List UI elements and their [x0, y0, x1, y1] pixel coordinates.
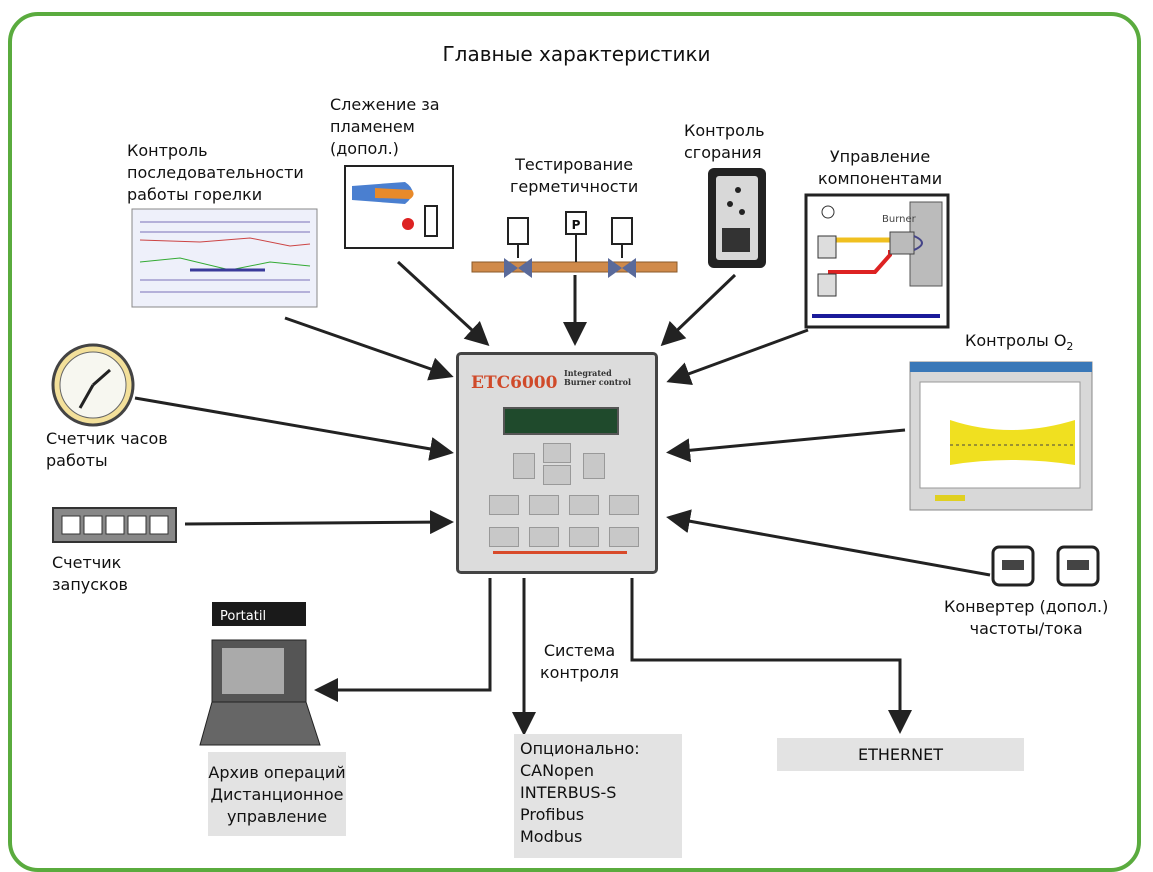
function-key[interactable]	[569, 495, 599, 515]
sequence-chart-image	[131, 208, 318, 308]
controller-display	[503, 407, 619, 435]
o2-chart-window-image	[909, 361, 1093, 511]
arrow-hours	[134, 396, 454, 461]
label-line: компонентами	[818, 169, 943, 188]
arrow-combustion	[660, 273, 737, 347]
label-line: Счетчик	[52, 553, 122, 572]
arrow-archive	[314, 578, 492, 702]
label-line: запусков	[52, 575, 128, 594]
box-line: Дистанционное	[210, 785, 344, 804]
label-components: Управление компонентами	[818, 146, 942, 190]
box-line: INTERBUS-S	[520, 783, 617, 802]
function-key[interactable]	[609, 527, 639, 547]
label-flame: Слежение за пламенем (допол.)	[330, 94, 440, 160]
laptop-tag: Portatil	[220, 609, 266, 624]
label-system: Система контроля	[540, 640, 619, 684]
arrow-flame	[396, 260, 490, 347]
arrow-ethernet	[630, 578, 912, 734]
label-starts: Счетчик запусков	[52, 552, 128, 596]
label-o2-subscript: 2	[1066, 340, 1074, 354]
clock-image	[51, 343, 135, 427]
function-key[interactable]	[489, 495, 519, 515]
box-line: Опционально:	[520, 739, 640, 758]
laptop-image	[199, 602, 321, 746]
flame-sensor-image	[344, 165, 454, 249]
label-converter: Конвертер (допол.) частоты/тока	[944, 596, 1108, 640]
left-key[interactable]	[513, 453, 535, 479]
box-line: управление	[226, 807, 328, 826]
label-line: пламенем	[330, 117, 415, 136]
ethernet-box: ETHERNET	[777, 738, 1024, 771]
label-line: работы горелки	[127, 185, 263, 204]
label-line: Контроль	[127, 141, 208, 160]
label-sequence: Контроль последовательности работы горел…	[127, 140, 304, 206]
function-key[interactable]	[529, 495, 559, 515]
label-o2-text: Контролы O	[965, 331, 1067, 350]
burner-text: Burner	[882, 214, 917, 225]
converter-image	[991, 545, 1100, 587]
function-key[interactable]	[489, 527, 519, 547]
function-key[interactable]	[529, 527, 559, 547]
controller-etc6000: ETC6000 Integrated Burner control	[456, 352, 658, 574]
label-combustion: Контроль сгорания	[684, 120, 765, 164]
arrow-components	[666, 328, 809, 386]
arrow-starts	[184, 510, 454, 535]
box-line: Архив операций	[208, 763, 346, 782]
label-line: Система	[543, 641, 616, 660]
box-line: Profibus	[520, 805, 585, 824]
label-line: Конвертер (допол.)	[944, 597, 1109, 616]
arrow-sequence	[284, 316, 454, 381]
controller-red-line	[493, 551, 627, 554]
label-line: Тестирование	[515, 155, 634, 174]
label-line: герметичности	[510, 177, 639, 196]
label-line: Контроль	[684, 121, 765, 140]
label-line: Управление	[829, 147, 931, 166]
box-line: CANopen	[520, 761, 595, 780]
ethernet-label: ETHERNET	[858, 745, 943, 764]
controller-subtitle-1: Integrated	[564, 368, 612, 378]
label-line: сгорания	[684, 143, 762, 162]
label-hours: Счетчик часов работы	[46, 428, 168, 472]
down-key[interactable]	[543, 465, 571, 485]
right-key[interactable]	[583, 453, 605, 479]
tightness-valves-image	[471, 211, 678, 278]
label-line: Счетчик часов	[46, 429, 168, 448]
controller-brand: ETC6000	[471, 373, 558, 393]
function-key[interactable]	[569, 527, 599, 547]
label-o2: Контролы O2	[965, 330, 1073, 358]
valve-p-text: P	[572, 218, 581, 232]
label-line: контроля	[540, 663, 620, 682]
function-key[interactable]	[609, 495, 639, 515]
archive-box: Архив операций Дистанционное управление	[208, 752, 346, 836]
components-schematic-image	[804, 193, 950, 329]
label-tightness: Тестирование герметичности	[510, 154, 638, 198]
up-key[interactable]	[543, 443, 571, 463]
controller-subtitle-2: Burner control	[564, 377, 632, 387]
starts-counter-image	[52, 507, 177, 543]
arrow-converter	[666, 509, 991, 577]
options-box: Опционально: CANopen INTERBUS-S Profibus…	[514, 734, 682, 858]
label-line: частоты/тока	[969, 619, 1083, 638]
label-line: последовательности	[127, 163, 304, 182]
combustion-analyzer-image	[708, 168, 766, 268]
arrow-o2	[666, 428, 906, 463]
label-line: Слежение за	[330, 95, 440, 114]
controller-subtitle: Integrated Burner control	[564, 369, 631, 387]
page-title: Главные характеристики	[442, 42, 711, 66]
label-line: (допол.)	[330, 139, 399, 158]
box-line: Modbus	[520, 827, 583, 846]
label-line: работы	[46, 451, 108, 470]
